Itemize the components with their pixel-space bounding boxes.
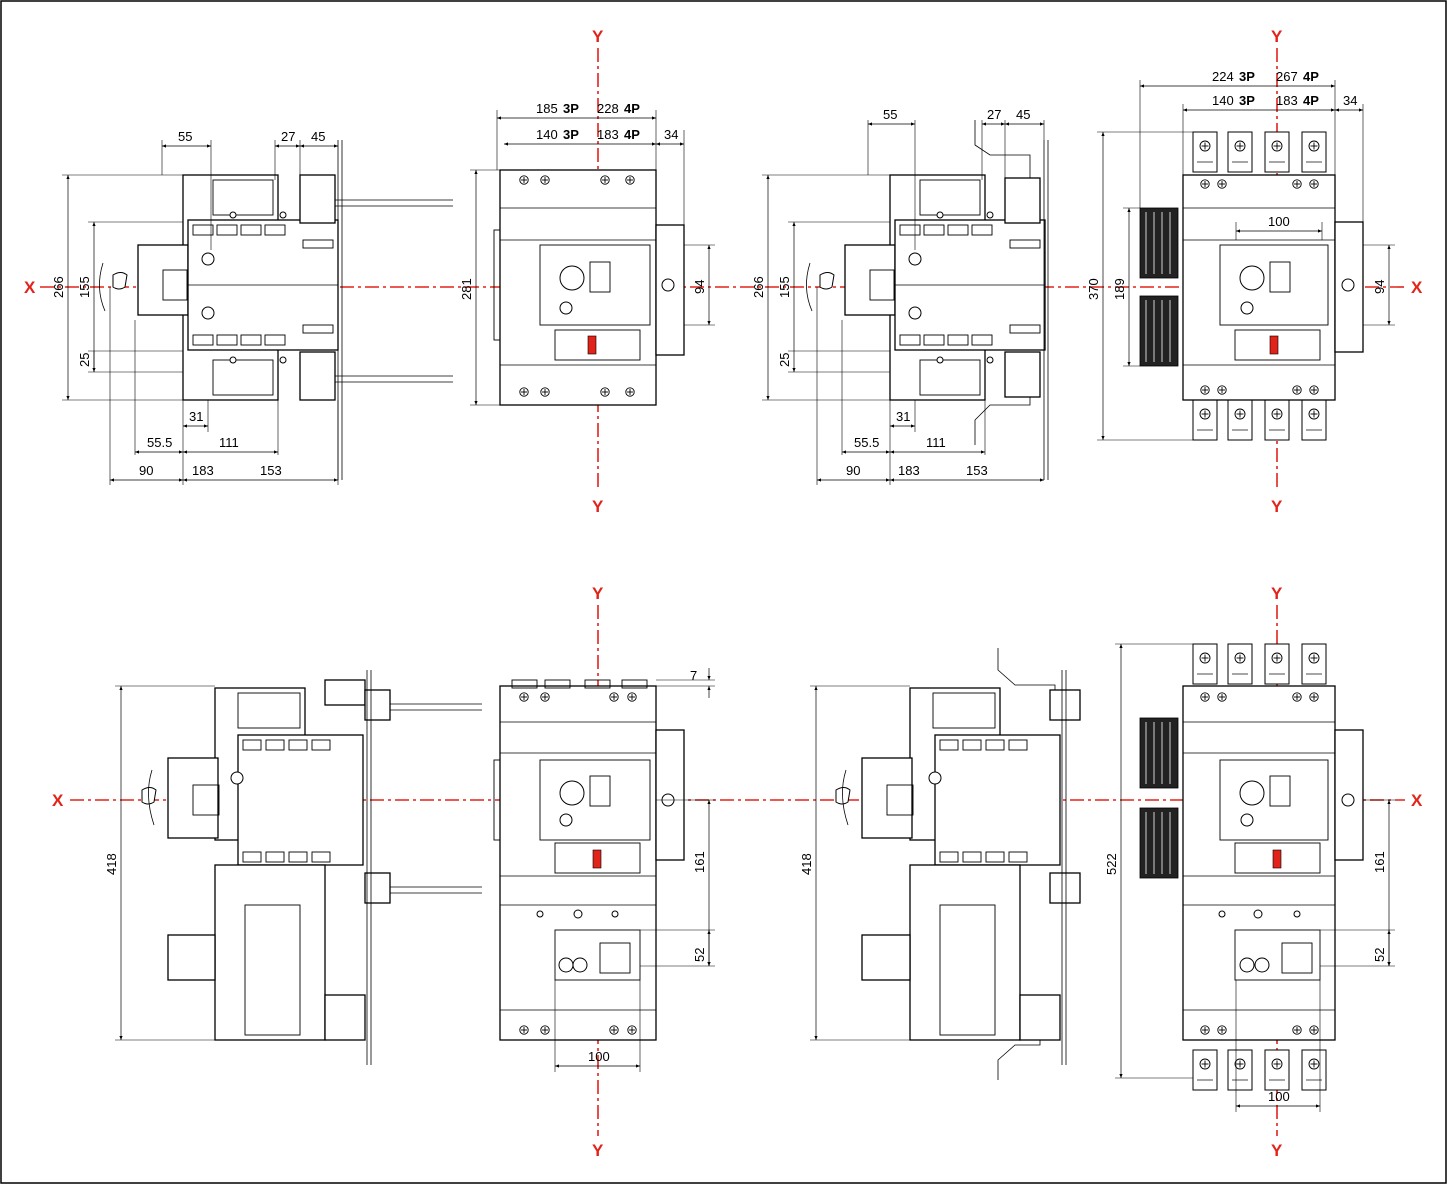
view-top-left-front: 185 3P 228 4P 140 3P 183 4P 34 281 94 — [459, 101, 715, 406]
view-bottom-left-side: 418 — [104, 670, 482, 1065]
dim-25: 25 — [777, 353, 792, 367]
dim-94: 94 — [1372, 280, 1387, 294]
view-top-right-front: 224 3P 267 4P 140 3P 183 4P 34 100 370 1… — [1086, 69, 1395, 441]
dim-224: 224 — [1212, 69, 1234, 84]
dim-153: 153 — [966, 463, 988, 478]
dim-94: 94 — [692, 280, 707, 294]
dim-266: 266 — [51, 276, 66, 298]
label-3p: 3P — [1239, 69, 1255, 84]
dim-155: 155 — [77, 276, 92, 298]
axis-label-x: X — [52, 791, 64, 810]
label-4p: 4P — [1303, 69, 1319, 84]
dim-31: 31 — [896, 409, 910, 424]
dim-370: 370 — [1086, 278, 1101, 300]
dim-111: 111 — [219, 435, 239, 450]
dim-55: 55 — [883, 107, 897, 122]
view-top-left-side: 55 27 45 266 155 25 31 55.5 111 90 183 1… — [51, 129, 453, 485]
label-3p: 3P — [563, 101, 579, 116]
dim-45: 45 — [1016, 107, 1030, 122]
axis-label-y: Y — [592, 27, 604, 46]
axis-label-x: X — [1411, 791, 1423, 810]
label-3p: 3P — [563, 127, 579, 142]
dim-281: 281 — [459, 278, 474, 300]
dim-140: 140 — [536, 127, 558, 142]
axis-label-y: Y — [592, 1141, 604, 1160]
dim-183: 183 — [597, 127, 619, 142]
dim-45: 45 — [311, 129, 325, 144]
dim-34: 34 — [1343, 93, 1357, 108]
label-4p: 4P — [1303, 93, 1319, 108]
dim-100: 100 — [1268, 1089, 1290, 1104]
dim-55-5: 55.5 — [147, 435, 172, 450]
dim-183: 183 — [1276, 93, 1298, 108]
dim-100: 100 — [588, 1049, 610, 1064]
dim-100: 100 — [1268, 214, 1290, 229]
dim-52: 52 — [692, 948, 707, 962]
label-4p: 4P — [624, 101, 640, 116]
label-3p: 3P — [1239, 93, 1255, 108]
dim-140: 140 — [1212, 93, 1234, 108]
dim-31: 31 — [189, 409, 203, 424]
axis-label-y: Y — [1271, 584, 1283, 603]
dim-155: 155 — [777, 276, 792, 298]
dim-52: 52 — [1372, 948, 1387, 962]
axis-label-x: X — [24, 278, 36, 297]
dim-161: 161 — [1372, 851, 1387, 873]
axis-label-x: X — [1411, 278, 1423, 297]
dim-183: 183 — [192, 463, 214, 478]
dim-55-5: 55.5 — [854, 435, 879, 450]
dim-7: 7 — [690, 668, 697, 683]
dim-153: 153 — [260, 463, 282, 478]
dim-55: 55 — [178, 129, 192, 144]
axis-label-y: Y — [592, 584, 604, 603]
dim-185: 185 — [536, 101, 558, 116]
dim-111: 111 — [926, 435, 946, 450]
dim-161: 161 — [692, 851, 707, 873]
dim-266: 266 — [751, 276, 766, 298]
axis-label-y: Y — [1271, 27, 1283, 46]
label-4p: 4P — [624, 127, 640, 142]
dim-183: 183 — [898, 463, 920, 478]
view-bottom-right-side: 418 — [799, 648, 1081, 1080]
dim-90: 90 — [846, 463, 860, 478]
view-bottom-left-front: 7 161 52 100 — [493, 668, 715, 1072]
axis-label-y: Y — [1271, 497, 1283, 516]
dim-90: 90 — [139, 463, 153, 478]
dim-34: 34 — [664, 127, 678, 142]
dim-228: 228 — [597, 101, 619, 116]
dim-27: 27 — [281, 129, 295, 144]
dim-267: 267 — [1276, 69, 1298, 84]
view-bottom-right-front: 522 161 52 100 — [1104, 643, 1395, 1112]
dim-418: 418 — [799, 853, 814, 875]
axis-label-y: Y — [1271, 1141, 1283, 1160]
view-top-right-side: 55 27 45 266 155 25 31 55.5 111 90 183 1… — [751, 107, 1049, 485]
dim-522: 522 — [1104, 853, 1119, 875]
dim-418: 418 — [104, 853, 119, 875]
axis-label-y: Y — [592, 497, 604, 516]
dim-25: 25 — [77, 353, 92, 367]
dim-189: 189 — [1112, 278, 1127, 300]
dim-27: 27 — [987, 107, 1001, 122]
